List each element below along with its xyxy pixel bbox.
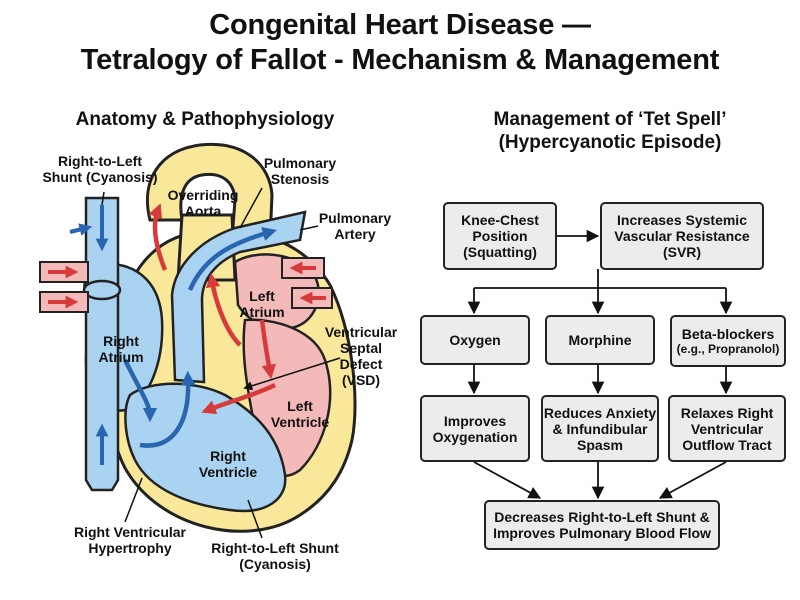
management-heading-line-1: Management of ‘Tet Spell’ [493,109,727,130]
management-heading: Management of ‘Tet Spell’ (Hypercyanotic… [440,108,780,154]
box-knee-chest-line-1: Knee-Chest [461,212,539,228]
label-overriding-aorta: Overriding Aorta [158,187,248,219]
label-right-ventricle-line-1: Right [210,448,246,464]
box-relaxes-line-1: Relaxes Right [680,404,774,421]
label-vsd-line-1: Ventricular [324,324,398,340]
box-reduces-line-3: Spasm [577,436,623,453]
connector-relaxes-to-outcome [658,461,727,499]
label-vsd-line-4: (VSD) [341,372,381,388]
label-shunt-top-line-1: Right-to-Left [58,153,142,169]
box-knee-chest-line-3: (Squatting) [463,244,537,260]
label-shunt-top-line-2: Shunt (Cyanosis) [42,169,158,185]
label-shunt-bottom: Right-to-Left Shunt (Cyanosis) [205,540,345,572]
label-rvh-line-1: Right Ventricular [73,524,187,540]
label-right-atrium: Right Atrium [86,333,156,365]
label-overriding-aorta-line-2: Aorta [184,203,222,219]
box-reduces-line-1: Reduces Anxiety [543,404,657,421]
leader-shunt-bottom [247,499,263,539]
box-oxygen-line-1: Oxygen [449,332,501,348]
label-left-ventricle: Left Ventricle [265,398,335,430]
label-rvh-line-2: Hypertrophy [88,540,172,556]
label-vsd-line-3: Defect [339,356,383,372]
box-improves-line-2: Oxygenation [432,428,518,445]
flow-arrow-ra-rv [122,358,158,423]
label-overriding-aorta-line-1: Overriding [167,187,239,203]
box-outcome: Decreases Right-to-Left Shunt & Improves… [484,500,720,550]
page-title: Congenital Heart Disease — Tetralogy of … [0,8,800,78]
flow-arrow-rv-shunt [139,370,196,448]
label-vsd-line-2: Septal [339,340,382,356]
box-improves-line-1: Improves [443,412,507,429]
label-vsd: Ventricular Septal Defect (VSD) [322,324,400,388]
box-reduces-line-2: & Infundibular [552,420,648,437]
label-rvh: Right Ventricular Hypertrophy [60,524,200,556]
box-beta-line-2: (e.g., Propranolol) [676,341,780,356]
label-pulmonary-stenosis: Pulmonary Stenosis [255,155,345,187]
aorta-arch [145,142,274,242]
label-shunt-top: Right-to-Left Shunt (Cyanosis) [30,153,170,185]
flow-arrow-vsd [201,382,277,415]
label-pulmonary-artery: Pulmonary Artery [310,210,400,242]
label-pulmonary-stenosis-line-2: Stenosis [270,171,330,187]
box-improves-oxygenation: Improves Oxygenation [420,395,530,462]
right-ventricle-shape [124,382,287,513]
box-oxygen: Oxygen [420,315,530,365]
leader-vsd [243,357,341,391]
label-left-atrium: Left Atrium [232,288,292,320]
box-relaxes-line-3: Outflow Tract [682,436,772,453]
label-right-atrium-line-2: Atrium [98,349,144,365]
box-svr: Increases Systemic Vascular Resistance (… [600,202,764,270]
anatomy-heading: Anatomy & Pathophysiology [75,109,335,130]
box-svr-line-1: Increases Systemic [617,212,747,228]
box-relaxes-rvot: Relaxes Right Ventricular Outflow Tract [668,395,786,462]
box-relaxes-line-2: Ventricular [690,420,764,437]
leader-shunt-top [101,191,105,206]
title-line-1: Congenital Heart Disease — [209,9,591,41]
box-beta-blockers: Beta-blockers (e.g., Propranolol) [670,315,786,367]
box-beta-line-1: Beta-blockers [681,325,775,342]
connector-improves-to-outcome [473,461,542,499]
leader-pulmonary-artery [299,225,319,231]
label-shunt-bottom-line-2: (Cyanosis) [239,556,311,572]
box-outcome-line-1: Decreases Right-to-Left Shunt & [494,509,710,525]
pulmonary-trunk [170,210,307,384]
label-pulmonary-artery-line-2: Artery [334,226,376,242]
box-outcome-line-2: Improves Pulmonary Blood Flow [493,525,711,541]
flow-arrow-svc [69,223,93,236]
flow-arrow-aorta-up [148,203,168,271]
label-pulmonary-stenosis-line-1: Pulmonary [263,155,337,171]
label-pulmonary-artery-line-1: Pulmonary [318,210,392,226]
box-morphine-line-1: Morphine [568,332,632,348]
label-left-atrium-line-1: Left [249,288,275,304]
label-left-atrium-line-2: Atrium [239,304,285,320]
vena-cava [84,196,120,492]
flow-arrow-la-lv [259,319,276,380]
label-right-ventricle: Right Ventricle [188,448,268,480]
flow-arrow-lv-aorta [205,272,242,347]
label-right-ventricle-line-2: Ventricle [198,464,258,480]
label-left-ventricle-line-2: Ventricle [270,414,330,430]
title-line-2: Tetralogy of Fallot - Mechanism & Manage… [80,44,720,76]
box-svr-line-3: (SVR) [662,244,702,260]
label-shunt-bottom-line-1: Right-to-Left Shunt [211,540,339,556]
box-morphine: Morphine [545,315,655,365]
label-right-atrium-line-1: Right [103,333,139,349]
label-left-ventricle-line-1: Left [287,398,313,414]
box-svr-line-2: Vascular Resistance [614,228,750,244]
box-knee-chest-line-2: Position [472,228,528,244]
box-knee-chest: Knee-Chest Position (Squatting) [443,202,557,270]
flow-arrow-pulmonary [187,227,277,291]
box-reduces-anxiety: Reduces Anxiety & Infundibular Spasm [541,395,659,462]
vena-cava-ring [82,279,122,301]
leader-pulmonary-stenosis [239,187,263,229]
management-heading-line-2: (Hypercyanotic Episode) [498,132,722,153]
leader-rvh [124,477,143,523]
